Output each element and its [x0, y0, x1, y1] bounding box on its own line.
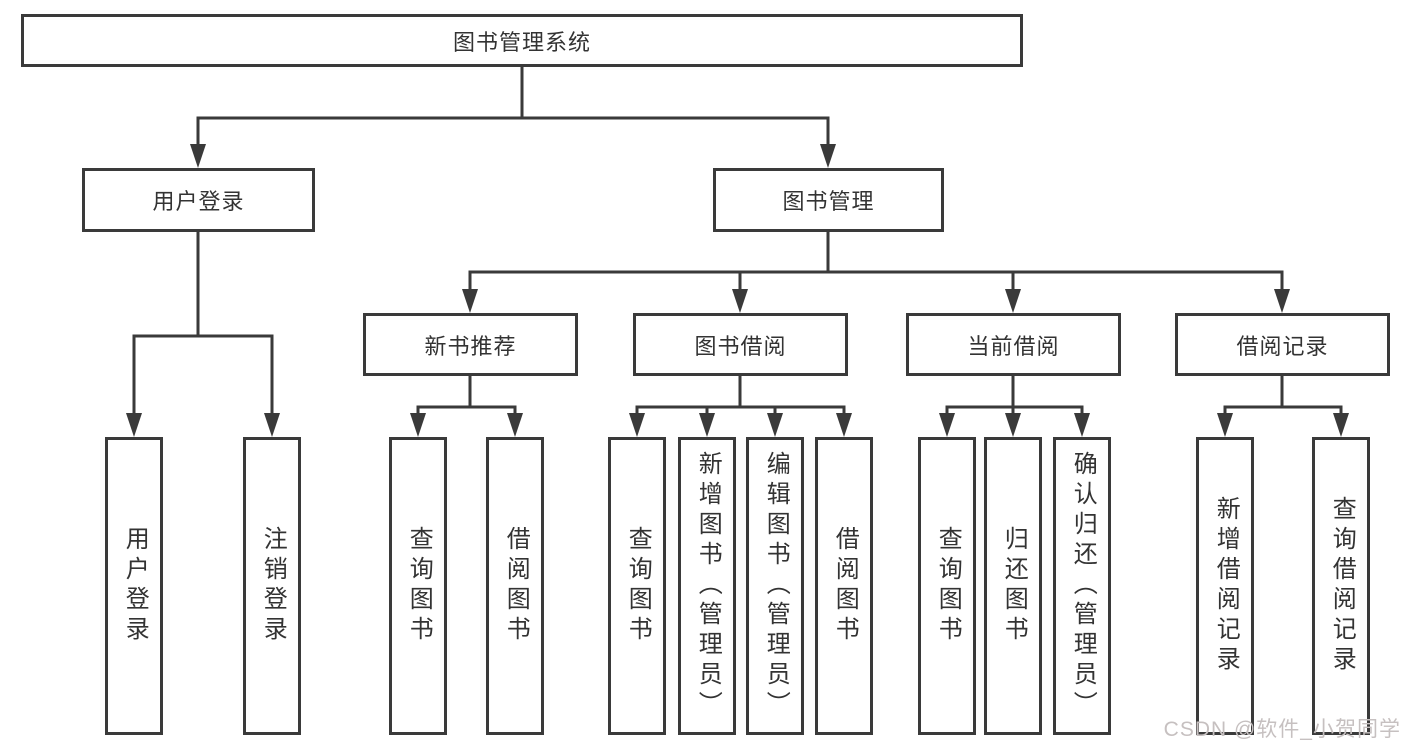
- arrow-down-icon: [507, 413, 523, 437]
- arrow-down-icon: [699, 413, 715, 437]
- arrow-down-icon: [1005, 289, 1021, 313]
- arrow-down-icon: [190, 144, 206, 168]
- leaf-label: 查询图书: [624, 526, 652, 646]
- leaf-edit-book-admin: 编辑图书（管理员）: [746, 437, 804, 735]
- leaf-label: 新增借阅记录: [1212, 496, 1240, 676]
- connector-user-login: [132, 230, 274, 417]
- leaf-label: 借阅图书: [502, 526, 530, 646]
- arrow-down-icon: [836, 413, 852, 437]
- leaf-user-login: 用户登录: [105, 437, 163, 735]
- arrow-down-icon: [462, 289, 478, 313]
- leaf-label: 查询图书: [934, 526, 962, 646]
- leaf-borrow-books-recommend: 借阅图书: [486, 437, 544, 735]
- node-label: 图书管理: [782, 189, 875, 214]
- leaf-label: 查询图书: [405, 526, 433, 646]
- leaf-label: 注销登录: [259, 526, 287, 646]
- leaf-label: 用户登录: [121, 526, 149, 646]
- arrow-down-icon: [1217, 413, 1233, 437]
- leaf-add-book-admin: 新增图书（管理员）: [678, 437, 736, 735]
- arrow-down-icon: [629, 413, 645, 437]
- leaf-label: 编辑图书（管理员）: [762, 451, 790, 721]
- connector-current-borrow: [945, 374, 1084, 417]
- csdn-watermark: CSDN @软件_小贺同学: [1163, 718, 1401, 741]
- arrow-down-icon: [126, 413, 142, 437]
- node-label: 用户登录: [152, 189, 245, 214]
- connector-new-book-recommend: [416, 374, 517, 417]
- leaf-query-borrow-record: 查询借阅记录: [1312, 437, 1370, 735]
- arrow-down-icon: [264, 413, 280, 437]
- arrow-down-icon: [820, 144, 836, 168]
- leaf-borrow-books: 借阅图书: [815, 437, 873, 735]
- node-label: 当前借阅: [967, 333, 1060, 359]
- node-label: 新书推荐: [424, 333, 517, 359]
- node-user-login: 用户登录: [82, 168, 315, 232]
- arrow-down-icon: [1333, 413, 1349, 437]
- arrow-down-icon: [1274, 289, 1290, 313]
- node-current-borrow: 当前借阅: [906, 313, 1121, 376]
- node-label: 借阅记录: [1236, 333, 1329, 359]
- leaf-label: 借阅图书: [831, 526, 859, 646]
- arrow-down-icon: [732, 289, 748, 313]
- leaf-label: 归还图书: [1000, 526, 1028, 646]
- connector-root: [196, 65, 830, 148]
- leaf-add-borrow-record: 新增借阅记录: [1196, 437, 1254, 735]
- arrow-down-icon: [767, 413, 783, 437]
- leaf-query-books-current: 查询图书: [918, 437, 976, 735]
- node-library-system: 图书管理系统: [21, 14, 1023, 67]
- leaf-label: 新增图书（管理员）: [694, 451, 722, 721]
- node-label: 图书管理系统: [452, 29, 591, 55]
- leaf-query-books-recommend: 查询图书: [389, 437, 447, 735]
- arrow-down-icon: [410, 413, 426, 437]
- connector-borrow-records: [1223, 374, 1343, 417]
- node-borrow-records: 借阅记录: [1175, 313, 1390, 376]
- arrow-down-icon: [1074, 413, 1090, 437]
- leaf-label: 确认归还（管理员）: [1069, 451, 1097, 721]
- connector-book-management: [468, 230, 1284, 293]
- node-new-book-recommend: 新书推荐: [363, 313, 578, 376]
- arrow-down-icon: [939, 413, 955, 437]
- leaf-query-books-borrow: 查询图书: [608, 437, 666, 735]
- arrow-down-icon: [1005, 413, 1021, 437]
- node-book-management: 图书管理: [713, 168, 944, 232]
- leaf-label: 查询借阅记录: [1328, 496, 1356, 676]
- leaf-return-book: 归还图书: [984, 437, 1042, 735]
- node-label: 图书借阅: [694, 333, 787, 359]
- leaf-logout: 注销登录: [243, 437, 301, 735]
- connector-book-borrow: [635, 374, 846, 417]
- leaf-confirm-return-admin: 确认归还（管理员）: [1053, 437, 1111, 735]
- node-book-borrow: 图书借阅: [633, 313, 848, 376]
